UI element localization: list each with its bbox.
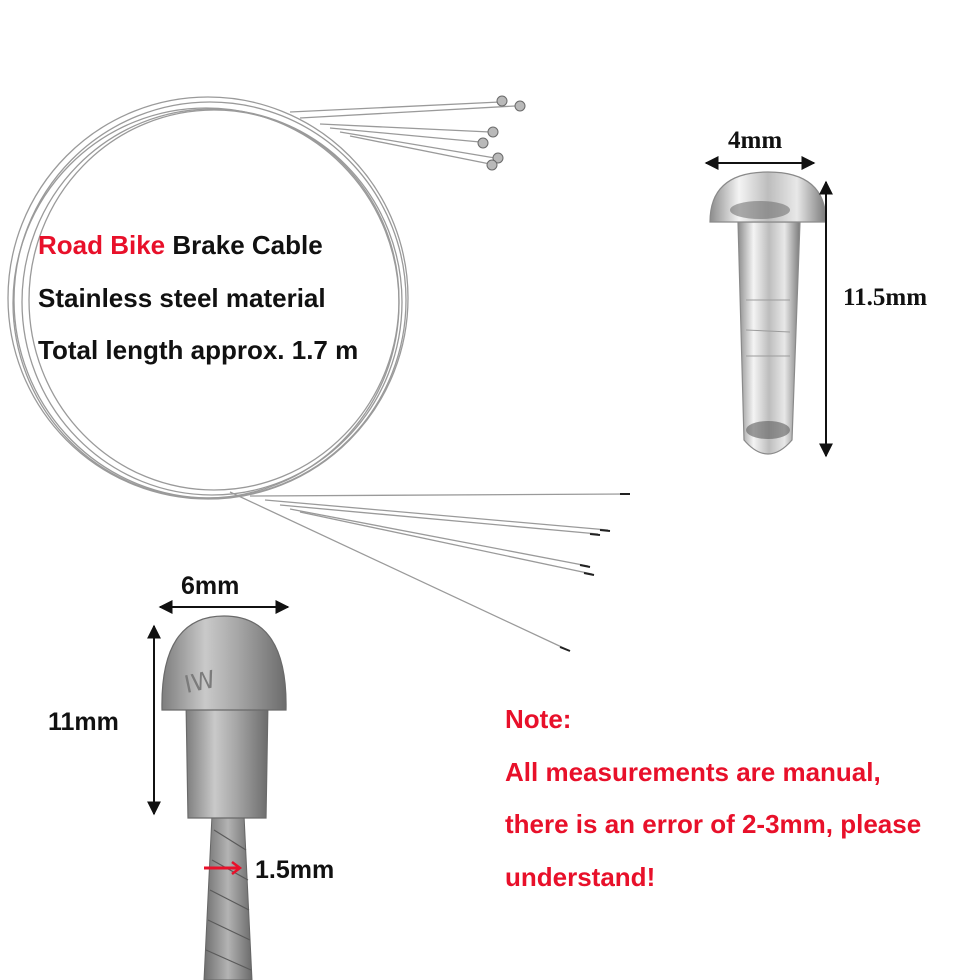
note-title: Note: xyxy=(505,704,572,734)
cable-frayed-ends xyxy=(559,493,630,652)
coiled-brake-cable xyxy=(7,96,629,651)
end-cap-dimension-lines xyxy=(704,156,833,458)
feature-title-rest: Brake Cable xyxy=(165,230,323,260)
feature-highlight: Road Bike xyxy=(38,230,166,260)
end-cap-length-label: 11.5mm xyxy=(843,284,928,311)
end-cap xyxy=(709,171,827,455)
note-line-3: understand! xyxy=(505,862,656,892)
cable-head: IW xyxy=(161,615,287,980)
wire-dimension-marker xyxy=(204,861,243,875)
feature-line-title: Road Bike Brake Cable xyxy=(38,230,323,261)
svg-text:IW: IW xyxy=(182,665,218,699)
feature-line-length: Total length approx. 1.7 m xyxy=(38,335,359,365)
end-cap-width-label: 4mm xyxy=(728,127,783,154)
cable-head-height-label: 11mm xyxy=(48,708,119,736)
cable-head-width-label: 6mm xyxy=(181,572,240,600)
wire-diameter-label: 1.5mm xyxy=(255,856,335,884)
feature-line-material: Stainless steel material xyxy=(38,283,326,313)
note-line-2: there is an error of 2-3mm, please xyxy=(505,809,922,839)
cable-nipples xyxy=(477,95,526,171)
note-line-1: All measurements are manual, xyxy=(505,757,881,787)
cable-head-dimension-lines xyxy=(147,600,290,816)
